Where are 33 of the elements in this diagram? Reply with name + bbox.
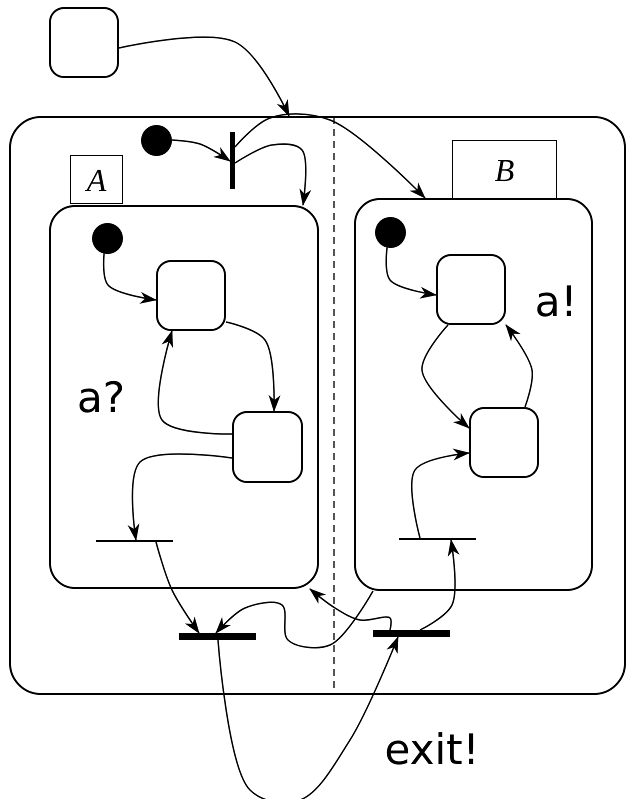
transition-arrow (411, 448, 470, 538)
fork-bar (230, 132, 235, 189)
transition-arrow (215, 590, 374, 648)
transition-arrow (385, 248, 437, 299)
state-box (232, 411, 303, 483)
region-tab (70, 155, 123, 204)
container-box (9, 116, 626, 695)
initial-state-dot (375, 217, 406, 248)
transition-arrow (128, 453, 232, 541)
transition-arrow (217, 636, 399, 799)
transition-arrow (309, 588, 392, 630)
join-bar (373, 630, 450, 637)
transition-arrow (234, 143, 312, 206)
state-box (156, 260, 226, 331)
join-bar (179, 633, 256, 640)
transition-arrow (234, 113, 426, 199)
state-box (49, 7, 119, 78)
initial-state-dot (92, 223, 123, 254)
initial-state-dot (141, 125, 172, 156)
transition-arrow (172, 139, 231, 162)
state-box (469, 407, 539, 478)
state-box (436, 254, 506, 325)
transition-arrow (118, 36, 290, 117)
transition-arrow (102, 254, 157, 304)
transition-arrow (155, 542, 200, 634)
transition-arrow (226, 321, 280, 412)
transition-arrow (421, 324, 470, 429)
region-name: A (84, 160, 108, 200)
transition-arrow (420, 539, 460, 631)
transition-arrow (505, 324, 534, 408)
transition-arrow (158, 330, 232, 435)
region-tab (452, 140, 557, 199)
region-name: B (494, 150, 516, 190)
